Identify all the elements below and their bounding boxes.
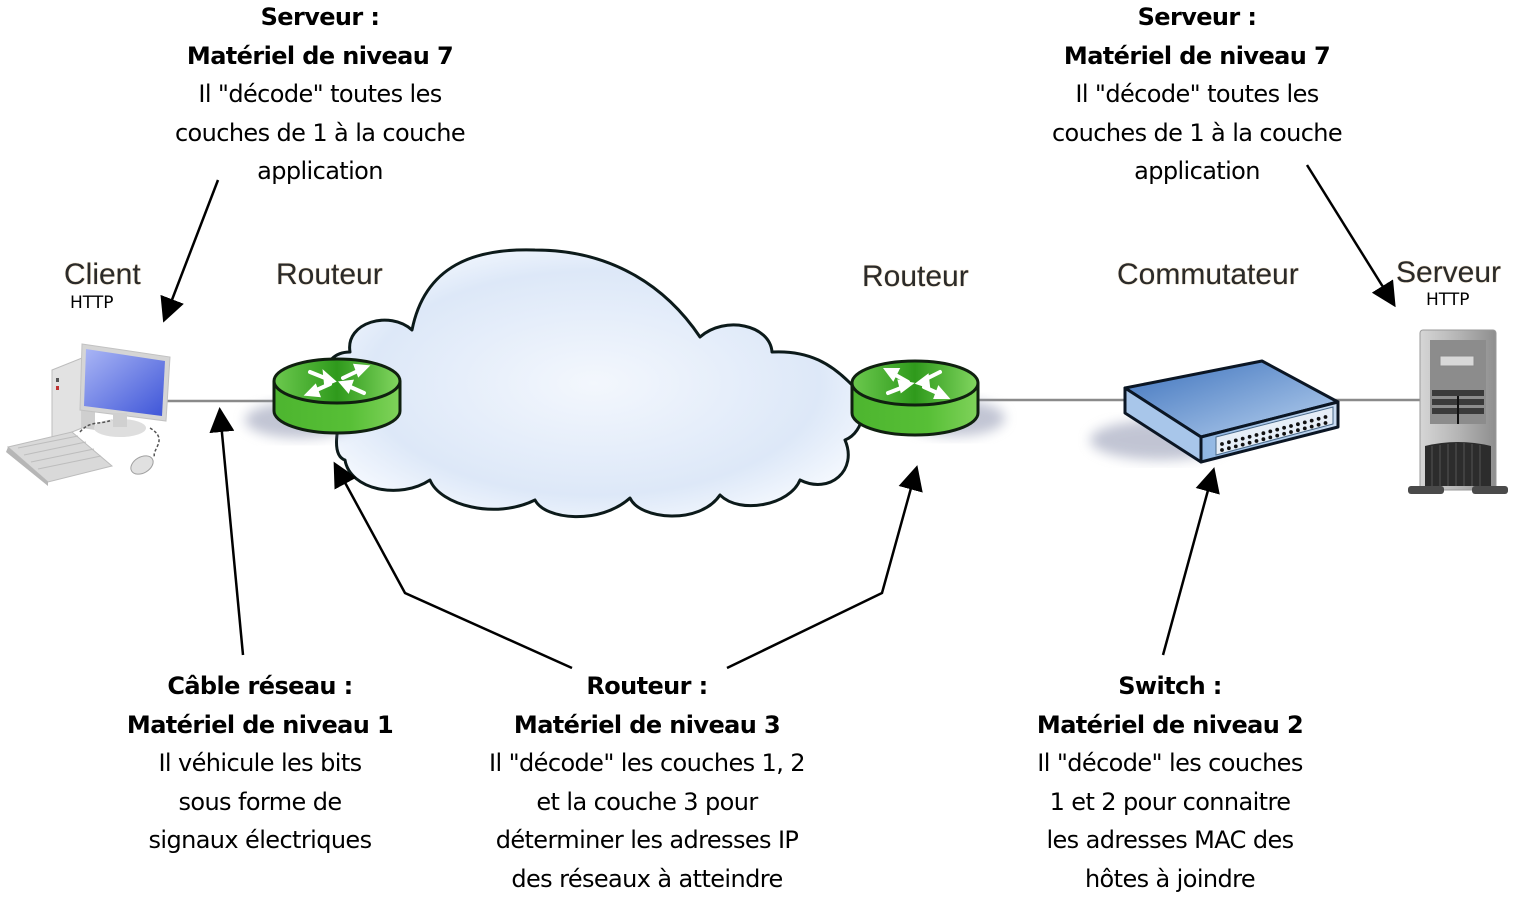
callout-cable: Câble réseau : Matériel de niveau 1 Il v… xyxy=(100,667,420,860)
internet-cloud-icon xyxy=(323,248,865,519)
switch-port xyxy=(1316,416,1321,421)
switch-port xyxy=(1268,429,1273,434)
switch-label: Commutateur xyxy=(1117,258,1299,291)
callout-line: application xyxy=(1134,157,1260,185)
switch-port xyxy=(1227,446,1231,451)
router-left-icon xyxy=(272,357,402,435)
callout-title: Serveur : xyxy=(260,3,380,31)
switch-port xyxy=(1316,422,1321,427)
client-label: Client xyxy=(64,258,141,291)
router-right-label: Routeur xyxy=(862,260,969,293)
callout-line: les adresses MAC des xyxy=(1046,826,1294,854)
switch-icon xyxy=(1123,359,1340,464)
switch-port xyxy=(1302,426,1307,431)
callout-line: couches de 1 à la couche xyxy=(174,118,466,147)
callout-client-top: Serveur : Matériel de niveau 7 Il "décod… xyxy=(120,0,520,191)
switch-port xyxy=(1296,428,1300,433)
callout-line: 1 et 2 pour connaitre xyxy=(1049,787,1291,816)
callout-level: Matériel de niveau 7 xyxy=(1063,41,1331,70)
switch-port xyxy=(1233,444,1238,449)
switch-port xyxy=(1309,418,1314,423)
callout-line: et la couche 3 pour xyxy=(536,787,758,816)
callout-arrows xyxy=(160,164,1396,670)
callout-title: Câble réseau : xyxy=(167,672,353,700)
callout-line: Il véhicule les bits xyxy=(158,749,362,777)
callout-switch: Switch : Matériel de niveau 2 Il "décode… xyxy=(990,667,1350,898)
switch-port xyxy=(1247,440,1252,445)
callout-title: Serveur : xyxy=(1137,3,1257,31)
switch-port xyxy=(1233,438,1238,443)
client-protocol-label: HTTP xyxy=(70,293,114,313)
switch-port xyxy=(1220,448,1224,452)
switch-port xyxy=(1254,433,1259,437)
switch-port xyxy=(1282,425,1286,430)
callout-level: Matériel de niveau 3 xyxy=(513,710,781,739)
switch-port xyxy=(1261,431,1266,436)
switch-port xyxy=(1309,424,1314,429)
network-cables xyxy=(165,398,1420,403)
callout-line: Il "décode" les couches 1, 2 xyxy=(489,749,806,777)
callout-level: Matériel de niveau 7 xyxy=(186,41,454,70)
callout-title: Switch : xyxy=(1118,672,1222,700)
callout-line: déterminer les adresses IP xyxy=(495,826,799,854)
switch-port xyxy=(1227,440,1231,445)
server-protocol-label: HTTP xyxy=(1426,290,1470,310)
switch-port xyxy=(1302,420,1307,425)
arrow-cable xyxy=(209,407,245,656)
switch-port xyxy=(1254,439,1259,443)
switch-port xyxy=(1275,433,1280,438)
client-computer-icon xyxy=(6,343,171,486)
switch-port xyxy=(1220,442,1224,446)
callout-line: des réseaux à atteindre xyxy=(511,864,783,893)
switch-port xyxy=(1268,435,1273,440)
callout-line: hôtes à joindre xyxy=(1084,864,1256,893)
switch-port xyxy=(1240,436,1245,441)
switch-port xyxy=(1289,430,1293,434)
callout-router: Routeur : Matériel de niveau 3 Il "décod… xyxy=(447,667,847,898)
router-left-label: Routeur xyxy=(276,258,383,291)
switch-port xyxy=(1282,431,1286,436)
callout-line: application xyxy=(257,157,383,185)
arrow-client xyxy=(160,179,220,323)
server-label: Serveur xyxy=(1396,256,1502,289)
callout-level: Matériel de niveau 2 xyxy=(1036,710,1304,739)
switch-port xyxy=(1296,422,1300,427)
switch-port xyxy=(1289,424,1293,428)
callout-line: Il "décode" les couches xyxy=(1037,749,1303,777)
arrow-router-left xyxy=(333,461,573,670)
arrow-switch xyxy=(1161,467,1220,656)
callout-line: Il "décode" toutes les xyxy=(1075,80,1319,108)
server-tower-icon xyxy=(1408,329,1508,494)
switch-port xyxy=(1323,421,1328,425)
arrow-router-right xyxy=(726,465,923,670)
callout-line: sous forme de xyxy=(178,787,342,816)
arrow-server xyxy=(1305,164,1396,308)
switch-port xyxy=(1323,415,1328,419)
callout-level: Matériel de niveau 1 xyxy=(126,710,394,739)
callout-line: Il "décode" toutes les xyxy=(198,80,442,108)
callout-line: signaux électriques xyxy=(148,826,372,854)
switch-port xyxy=(1261,437,1266,442)
callout-server-top: Serveur : Matériel de niveau 7 Il "décod… xyxy=(997,0,1397,191)
callout-title: Routeur : xyxy=(586,672,708,700)
switch-port xyxy=(1240,442,1245,447)
callout-line: couches de 1 à la couche xyxy=(1051,118,1343,147)
switch-port xyxy=(1275,427,1280,432)
switch-port xyxy=(1247,434,1252,439)
router-right-icon xyxy=(850,359,980,437)
